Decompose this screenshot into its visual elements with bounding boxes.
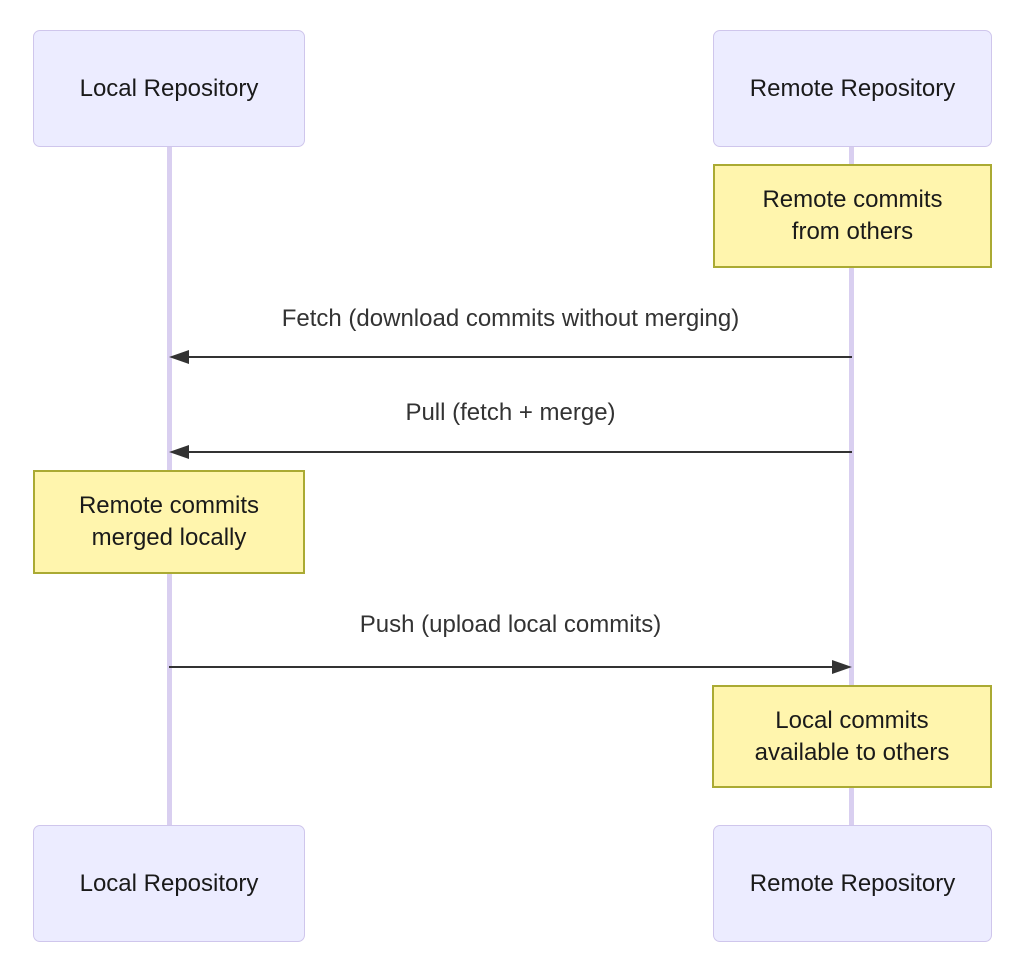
actor-label: Local Repository xyxy=(79,869,259,897)
actor-label: Local Repository xyxy=(79,74,259,102)
message-line-pull xyxy=(183,451,852,453)
actor-local-repository-bottom: Local Repository xyxy=(33,825,305,942)
actor-local-repository-top: Local Repository xyxy=(33,30,305,147)
actor-remote-repository-bottom: Remote Repository xyxy=(713,825,992,942)
note-remote-commits-from-others: Remote commits from others xyxy=(713,164,992,268)
message-label-pull: Pull (fetch + merge) xyxy=(405,399,616,426)
actor-remote-repository-top: Remote Repository xyxy=(713,30,992,147)
actor-label: Remote Repository xyxy=(749,869,956,897)
note-remote-commits-merged-locally: Remote commits merged locally xyxy=(33,470,305,574)
actor-label: Remote Repository xyxy=(749,74,956,102)
note-local-commits-available-to-others: Local commits available to others xyxy=(712,685,992,788)
message-label-push: Push (upload local commits) xyxy=(359,611,662,638)
message-line-fetch xyxy=(183,356,852,358)
arrowhead-left-icon xyxy=(169,445,189,459)
message-label-fetch: Fetch (download commits without merging) xyxy=(281,305,740,332)
message-line-push xyxy=(169,666,838,668)
lifeline-remote-repository xyxy=(849,146,854,825)
arrowhead-right-icon xyxy=(832,660,852,674)
arrowhead-left-icon xyxy=(169,350,189,364)
